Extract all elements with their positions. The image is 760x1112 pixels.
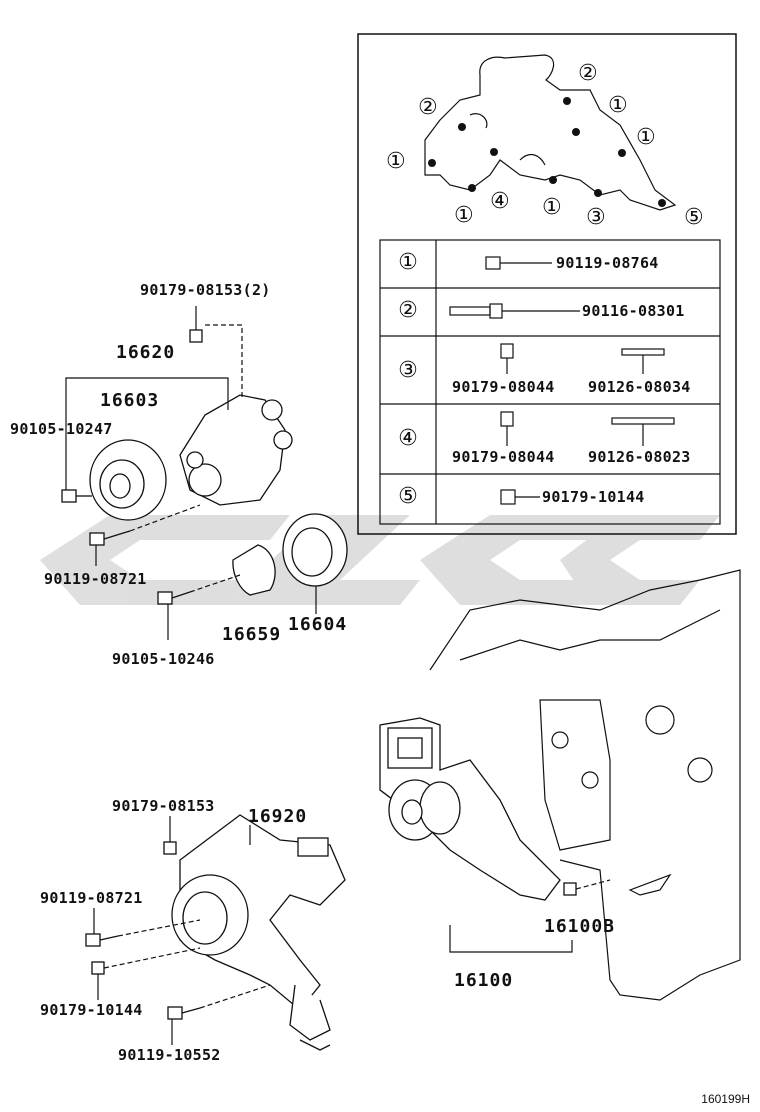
legend-row-1: ① 90119-08764 [380, 250, 720, 290]
inset-mark-4: ④ [490, 189, 510, 214]
callout-16920: 16920 [248, 806, 308, 827]
callout-90105-10246: 90105-10246 [112, 650, 215, 668]
idler-leader-lines [65, 306, 317, 640]
callout-90179-08153: 90179-08153 [112, 797, 215, 815]
water-pump [379, 717, 577, 901]
callout-16604: 16604 [288, 614, 348, 635]
callout-90119-08721-top: 90119-08721 [44, 570, 147, 588]
legend-row-5-part: 90179-10144 [542, 488, 645, 506]
callout-16100: 16100 [454, 970, 514, 991]
legend-row-5: ⑤ 90179-10144 [380, 484, 720, 524]
callout-16659: 16659 [222, 624, 282, 645]
legend-table-grid [379, 239, 721, 525]
legend-row-4-part-b: 90126-08023 [588, 448, 691, 466]
legend-row-4-part-a: 90179-08044 [452, 448, 555, 466]
legend-row-5-num: ⑤ [398, 484, 418, 509]
idler-bracket-assembly [61, 329, 348, 605]
vacuum-pump-assembly [85, 814, 346, 1051]
inset-mark-2-top: ② [578, 61, 598, 86]
inset-mark-1-bottom: ① [542, 195, 562, 220]
callout-16100b: 16100B [544, 916, 616, 937]
callout-16603: 16603 [100, 390, 160, 411]
legend-row-1-part: 90119-08764 [556, 254, 659, 272]
inset-mark-1-right: ① [636, 125, 656, 150]
callout-90179-10144: 90179-10144 [40, 1001, 143, 1019]
inset-mark-1-bottom-left: ① [454, 203, 474, 228]
engine-block [429, 569, 741, 1001]
inset-mark-1-left: ① [386, 149, 406, 174]
legend-row-2-num: ② [398, 298, 418, 323]
legend-row-2: ② 90116-08301 [380, 298, 720, 338]
legend-row-3-num: ③ [398, 358, 418, 383]
legend-table: ① 90119-08764 ② 90116-08301 ③ 90179-0804… [380, 240, 720, 524]
inset-bolt-holes [428, 97, 666, 207]
vacuum-pump-leaders [93, 816, 271, 1045]
legend-row-1-num: ① [398, 250, 418, 275]
inset-frame [357, 33, 737, 535]
callout-90119-10552: 90119-10552 [118, 1046, 221, 1064]
water-pump-leaders [449, 879, 613, 953]
inset-mark-2-left: ② [418, 95, 438, 120]
legend-row-3-part-b: 90126-08034 [588, 378, 691, 396]
drawing-code: 160199H [701, 1092, 750, 1106]
inset-gasket-outline [424, 54, 677, 211]
legend-row-3-part-a: 90179-08044 [452, 378, 555, 396]
legend-row-3: ③ 90179-08044 90126-08034 [380, 358, 720, 414]
inset-mark-3: ③ [586, 205, 606, 230]
legend-row-2-part: 90116-08301 [582, 302, 685, 320]
watermark-logo [40, 515, 720, 605]
callout-90105-10247: 90105-10247 [10, 420, 113, 438]
legend-row-4: ④ 90179-08044 90126-08023 [380, 426, 720, 482]
callout-16620: 16620 [116, 342, 176, 363]
callout-90119-08721-bottom: 90119-08721 [40, 889, 143, 907]
callout-90179-08153-2: 90179-08153(2) [140, 281, 271, 299]
inset-mark-1-right-top: ① [608, 93, 628, 118]
legend-hardware-sketches [449, 256, 675, 505]
inset-mark-5: ⑤ [684, 205, 704, 230]
legend-row-4-num: ④ [398, 426, 418, 451]
